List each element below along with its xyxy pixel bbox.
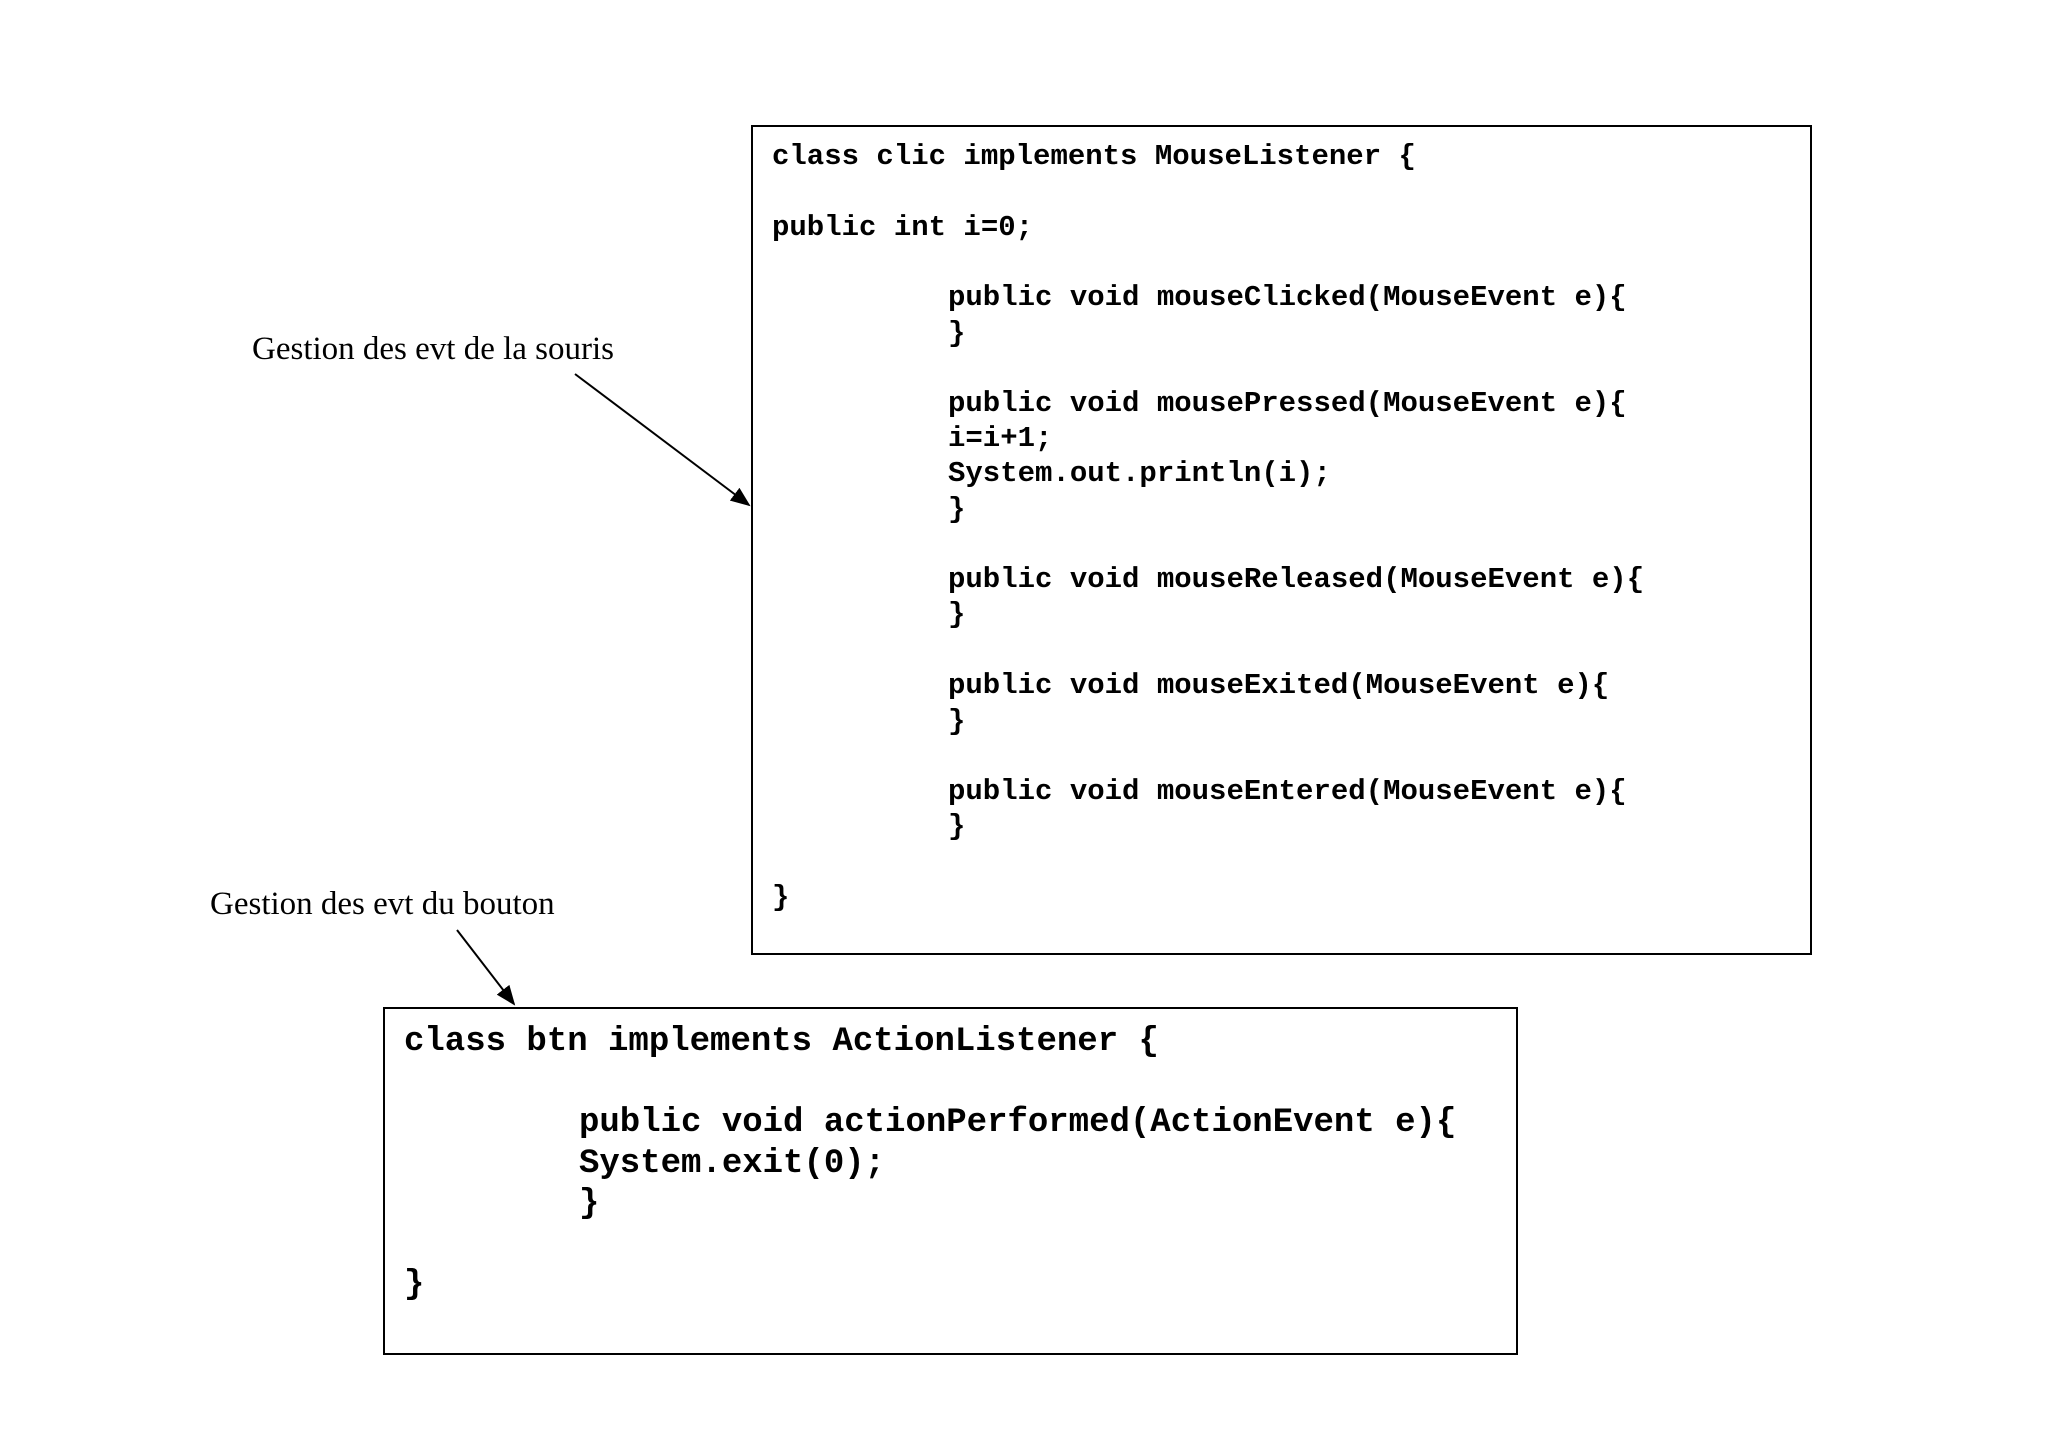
code-line-action-performed: public void actionPerformed(ActionEvent … xyxy=(579,1104,1457,1142)
code-line-class-close: } xyxy=(772,881,790,914)
code-line-brace: } xyxy=(948,493,966,526)
mouse-annotation-arrow xyxy=(574,373,751,507)
code-line-brace: } xyxy=(579,1185,600,1223)
mouse-events-annotation: Gestion des evt de la souris xyxy=(252,331,615,367)
code-line-brace: } xyxy=(948,598,966,631)
code-line-brace: } xyxy=(948,810,966,843)
button-annotation-arrow xyxy=(456,929,516,1006)
code-line-class-close: } xyxy=(404,1266,425,1304)
code-line-brace: } xyxy=(948,705,966,738)
code-line-system-exit: System.exit(0); xyxy=(579,1145,886,1183)
mouse-listener-code-box: class clic implements MouseListener { pu… xyxy=(751,125,1812,955)
code-line-brace: } xyxy=(948,317,966,350)
code-line-println: System.out.println(i); xyxy=(948,457,1331,490)
code-line-field-decl: public int i=0; xyxy=(772,211,1034,244)
code-line-class-decl: class clic implements MouseListener { xyxy=(772,140,1416,173)
code-line-increment: i=i+1; xyxy=(948,422,1053,455)
button-events-annotation: Gestion des evt du bouton xyxy=(210,886,555,922)
code-line-mouse-clicked: public void mouseClicked(MouseEvent e){ xyxy=(948,281,1627,314)
code-line-class-decl: class btn implements ActionListener { xyxy=(404,1023,1159,1061)
code-line-mouse-entered: public void mouseEntered(MouseEvent e){ xyxy=(948,775,1627,808)
action-listener-code-box: class btn implements ActionListener { pu… xyxy=(383,1007,1518,1355)
code-line-mouse-released: public void mouseReleased(MouseEvent e){ xyxy=(948,563,1645,596)
code-line-mouse-exited: public void mouseExited(MouseEvent e){ xyxy=(948,669,1610,702)
code-line-mouse-pressed: public void mousePressed(MouseEvent e){ xyxy=(948,387,1627,420)
